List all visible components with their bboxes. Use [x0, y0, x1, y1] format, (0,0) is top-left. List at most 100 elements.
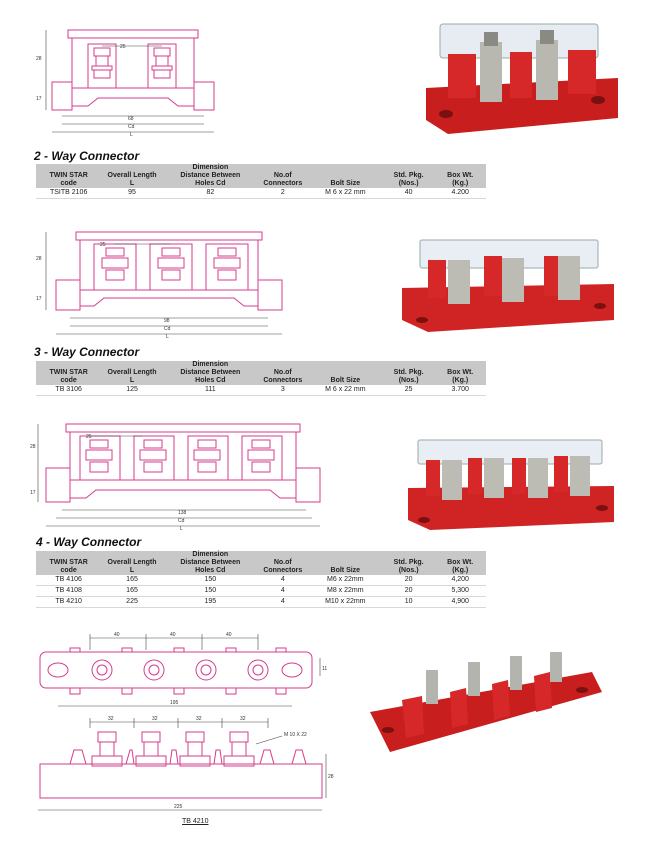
dim-l-label: L: [180, 526, 183, 532]
table-header-cell: Box Wt.(Kg.): [434, 551, 486, 575]
table-cell: 195: [162, 596, 258, 608]
dim-front-pitch-4: 32: [240, 716, 246, 722]
table-cell: 4.200: [434, 188, 486, 199]
dim-top-overall: 195: [170, 700, 179, 706]
table-cell: 165: [101, 585, 163, 597]
dim-top-pitch-1: 40: [114, 632, 120, 638]
table-cell: TB 4210: [36, 596, 102, 608]
table-cell: 225: [101, 596, 163, 608]
dim-h1: 28: [36, 256, 42, 262]
dim-h2: 17: [30, 490, 36, 496]
table-cell: 150: [162, 575, 258, 586]
drawing-4-way: 28 17 25 138 Cd L: [30, 423, 321, 532]
table-cell: 150: [162, 585, 258, 597]
table-cell: 165: [101, 575, 163, 586]
dim-front-height: 28: [328, 774, 334, 780]
dim-pitch: 25: [120, 44, 126, 50]
table-cell: TB 4106: [36, 575, 102, 586]
table-cell: M8 x 22mm: [307, 585, 383, 597]
table-cell: 111: [162, 385, 258, 396]
table-cell: 20: [382, 585, 435, 597]
dim-l-label: L: [166, 334, 169, 340]
th-pkg: Std. Pkg.(Nos.): [382, 164, 435, 188]
dim-front-pitch-2: 32: [152, 716, 158, 722]
table-cell: M6 x 22mm: [307, 575, 383, 586]
dim-cd-value: 68: [128, 116, 134, 122]
photo-2-way: [418, 14, 628, 142]
dim-h1: 28: [30, 444, 36, 450]
caption-tb4210: TB 4210: [182, 818, 209, 825]
table-cell: 25: [382, 385, 435, 396]
table-cell: M 6 x 22 mm: [307, 188, 383, 199]
table-cell: TSITB 2106: [36, 188, 102, 199]
table-cell: 4: [257, 585, 308, 597]
dim-front-pitch-1: 32: [108, 716, 114, 722]
photo-4-way: [404, 430, 618, 532]
table-cell: M10 x 22mm: [307, 596, 383, 608]
drawing-3-way: 28 17 25 98 Cd L: [36, 231, 283, 340]
dim-front-overall: 225: [174, 804, 183, 810]
dim-cd-label: Cd: [178, 518, 185, 524]
dim-h1: 28: [36, 56, 42, 62]
photo-3-way: [398, 234, 620, 334]
table-cell: 4: [257, 596, 308, 608]
table-cell: 125: [101, 385, 163, 396]
table-cell: M 6 x 22 mm: [307, 385, 383, 396]
table-cell: 10: [382, 596, 435, 608]
table-header-cell: Bolt Size: [307, 551, 383, 575]
heading-2-way: 2 - Way Connector: [34, 149, 140, 163]
table-cell: 4,200: [434, 575, 486, 586]
dim-pitch: 25: [86, 434, 92, 440]
dim-cd-value: 138: [178, 510, 187, 516]
heading-4-way: 4 - Way Connector: [36, 535, 142, 549]
table-cell: 4,900: [434, 596, 486, 608]
heading-3-way: 3 - Way Connector: [34, 345, 140, 359]
table-header-cell: Std. Pkg.(Nos.): [382, 361, 435, 385]
table-cell: 3: [257, 385, 308, 396]
table-cell: TB 3106: [36, 385, 102, 396]
dim-cd-value: 98: [164, 318, 170, 324]
dim-top-pitch-3: 40: [226, 632, 232, 638]
dim-top-pitch-2: 40: [170, 632, 176, 638]
th-wt: Box Wt.(Kg.): [434, 164, 486, 188]
dim-h2: 17: [36, 96, 42, 102]
dim-cd-label: Cd: [164, 326, 171, 332]
dim-pitch: 25: [100, 242, 106, 248]
table-cell: 4: [257, 575, 308, 586]
table-header-cell: Bolt Size: [307, 361, 383, 385]
table-cell: 20: [382, 575, 435, 586]
bolt-label: M 10 X 22: [284, 732, 307, 738]
table-cell: 3.700: [434, 385, 486, 396]
drawing-2-way: 28 17 25 68 Cd L: [36, 29, 215, 138]
photo-tb4210: [362, 652, 612, 762]
table-cell: TB 4108: [36, 585, 102, 597]
dim-top-side: 11: [322, 666, 327, 672]
table-cell: 95: [101, 188, 163, 199]
table-header-cell: Box Wt.(Kg.): [434, 361, 486, 385]
table-cell: 5,300: [434, 585, 486, 597]
dim-cd-label: Cd: [128, 124, 135, 130]
dim-l-label: L: [130, 132, 133, 138]
dim-h2: 17: [36, 296, 42, 302]
